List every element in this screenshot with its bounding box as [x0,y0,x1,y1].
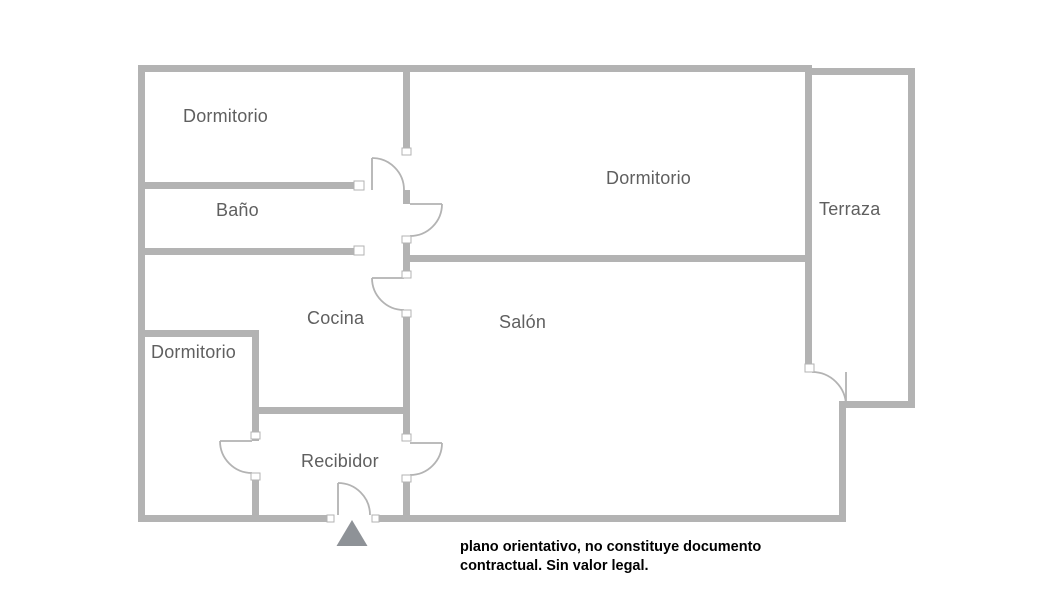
door-jamb [401,474,412,483]
room-label-dormitorio-left: Dormitorio [151,342,237,362]
door-jamb [353,245,365,256]
room-label-recibidor: Recibidor [301,451,379,471]
room-label-cocina: Cocina [307,308,365,328]
room-label-salon: Salón [499,312,547,332]
door-arc-entrance [337,482,371,516]
doors [219,157,847,516]
door-jamb [401,235,412,244]
door-jamb [326,514,335,523]
room-label-dormitorio-main: Dormitorio [606,168,692,188]
door-jamb [401,270,412,279]
door-arc-dormitorio-left [219,440,253,474]
legal-disclaimer-line1: plano orientativo, no constituye documen… [460,539,762,555]
door-jamb [250,472,261,481]
door-arc-terraza [811,371,847,407]
legal-disclaimer-line2: contractual. Sin valor legal. [460,558,649,574]
room-label-dormitorio-top-left: Dormitorio [183,106,269,126]
room-label-bano: Baño [216,200,259,220]
entrance-arrow-icon [336,520,368,546]
walls [138,65,915,522]
room-label-terraza: Terraza [819,199,881,219]
door-jamb [401,147,412,156]
door-jambs [250,147,815,523]
door-jamb [401,309,412,318]
door-jamb [250,431,261,440]
door-arc-cocina [371,277,405,311]
legal-disclaimer: plano orientativo, no constituye documen… [460,538,790,576]
door-arc-dormitorio-main [409,203,443,237]
door-jamb [353,180,365,191]
door-arc-recibidor [409,442,443,476]
door-arc-dormitorio-top [371,157,405,191]
door-jamb [804,363,815,373]
door-jamb [401,433,412,442]
door-jamb [371,514,380,523]
